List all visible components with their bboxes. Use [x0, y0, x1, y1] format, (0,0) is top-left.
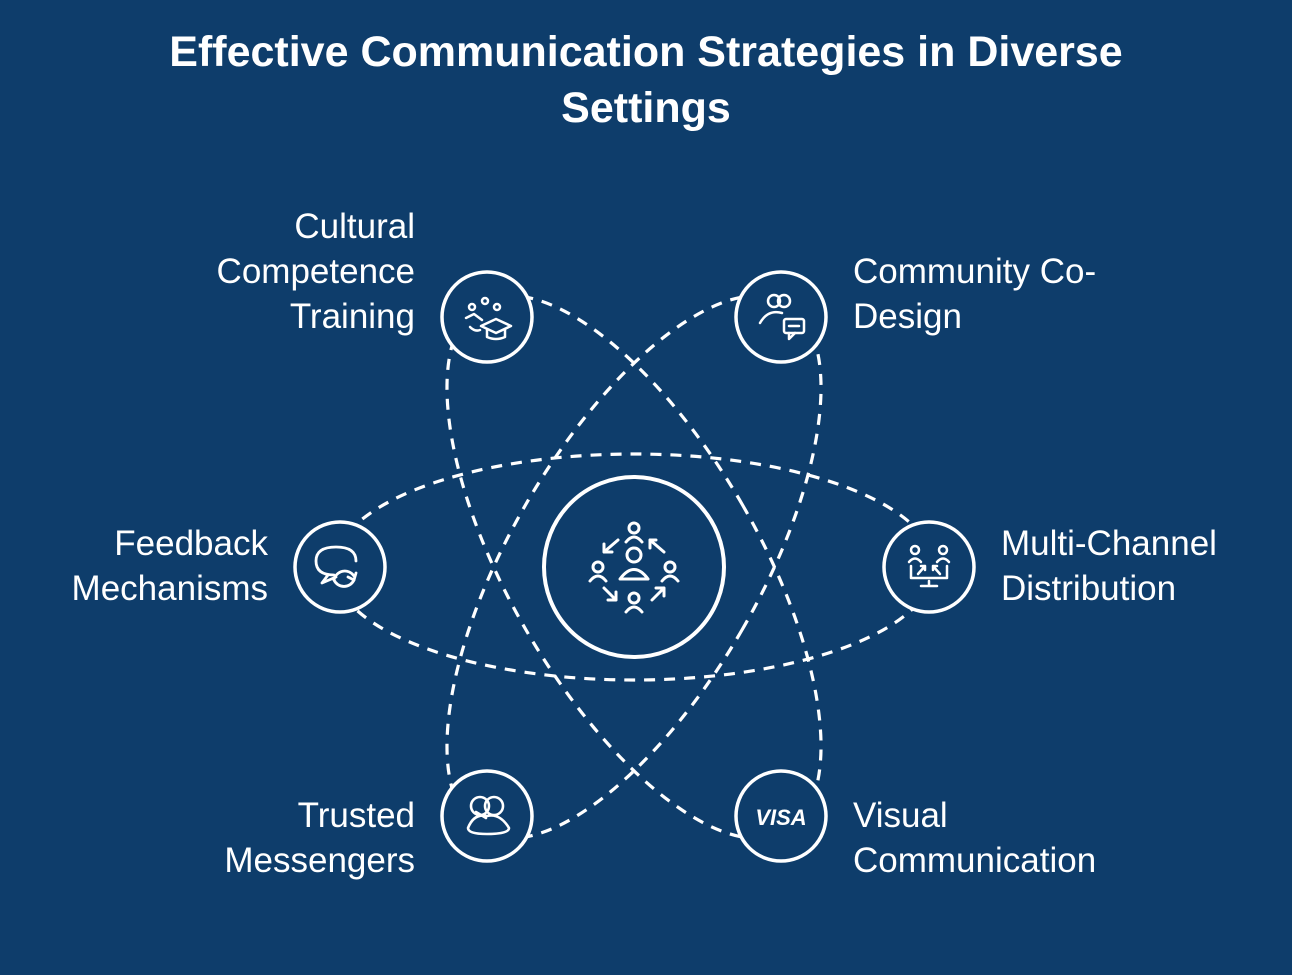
chat-refresh-icon — [314, 545, 358, 588]
node-multichannel-distribution[interactable] — [882, 520, 976, 614]
visa-card-icon: VISA — [755, 805, 806, 830]
node-feedback-mechanisms[interactable] — [293, 520, 387, 614]
label-line: Community Co- — [853, 252, 1097, 291]
community-circle-icon — [588, 521, 680, 614]
node-trusted-messengers[interactable] — [440, 769, 534, 863]
label-line: Multi-Channel — [1001, 524, 1217, 563]
training-graduation-icon — [464, 296, 513, 341]
diagonal-ellipse-a — [445, 293, 823, 841]
label-multichannel-distribution: Multi-Channel Distribution — [1001, 521, 1217, 611]
label-cultural-competence: Cultural Competence Training — [217, 204, 415, 339]
label-line: Mechanisms — [71, 569, 268, 608]
label-visual-communication: Visual Communication — [853, 793, 1096, 883]
distribution-icon — [907, 544, 951, 588]
label-line: Training — [289, 297, 415, 336]
label-line: Trusted — [297, 796, 415, 835]
label-line: Cultural — [294, 207, 415, 246]
label-line: Competence — [216, 252, 415, 291]
label-community-codesign: Community Co- Design — [853, 249, 1096, 339]
label-line: Distribution — [1001, 569, 1177, 608]
node-visual-communication[interactable]: VISA — [734, 769, 828, 863]
label-trusted-messengers: Trusted Messengers — [224, 793, 415, 883]
label-feedback-mechanisms: Feedback Mechanisms — [72, 521, 268, 611]
hub-node — [542, 475, 726, 659]
diagonal-ellipse-b — [445, 293, 823, 841]
node-cultural-competence[interactable] — [440, 270, 534, 364]
label-line: Messengers — [224, 841, 415, 880]
handshake-icon — [466, 795, 511, 836]
people-chat-icon — [758, 293, 806, 341]
page-title: Effective Communication Strategies in Di… — [0, 24, 1292, 136]
label-line: Design — [853, 297, 962, 336]
page-title-line-1: Effective Communication Strategies in Di… — [169, 28, 1123, 76]
page-title-line-2: Settings — [561, 84, 731, 132]
label-line: Communication — [853, 841, 1097, 880]
node-community-codesign[interactable] — [734, 270, 828, 364]
label-line: Feedback — [114, 524, 268, 563]
label-line: Visual — [853, 796, 948, 835]
